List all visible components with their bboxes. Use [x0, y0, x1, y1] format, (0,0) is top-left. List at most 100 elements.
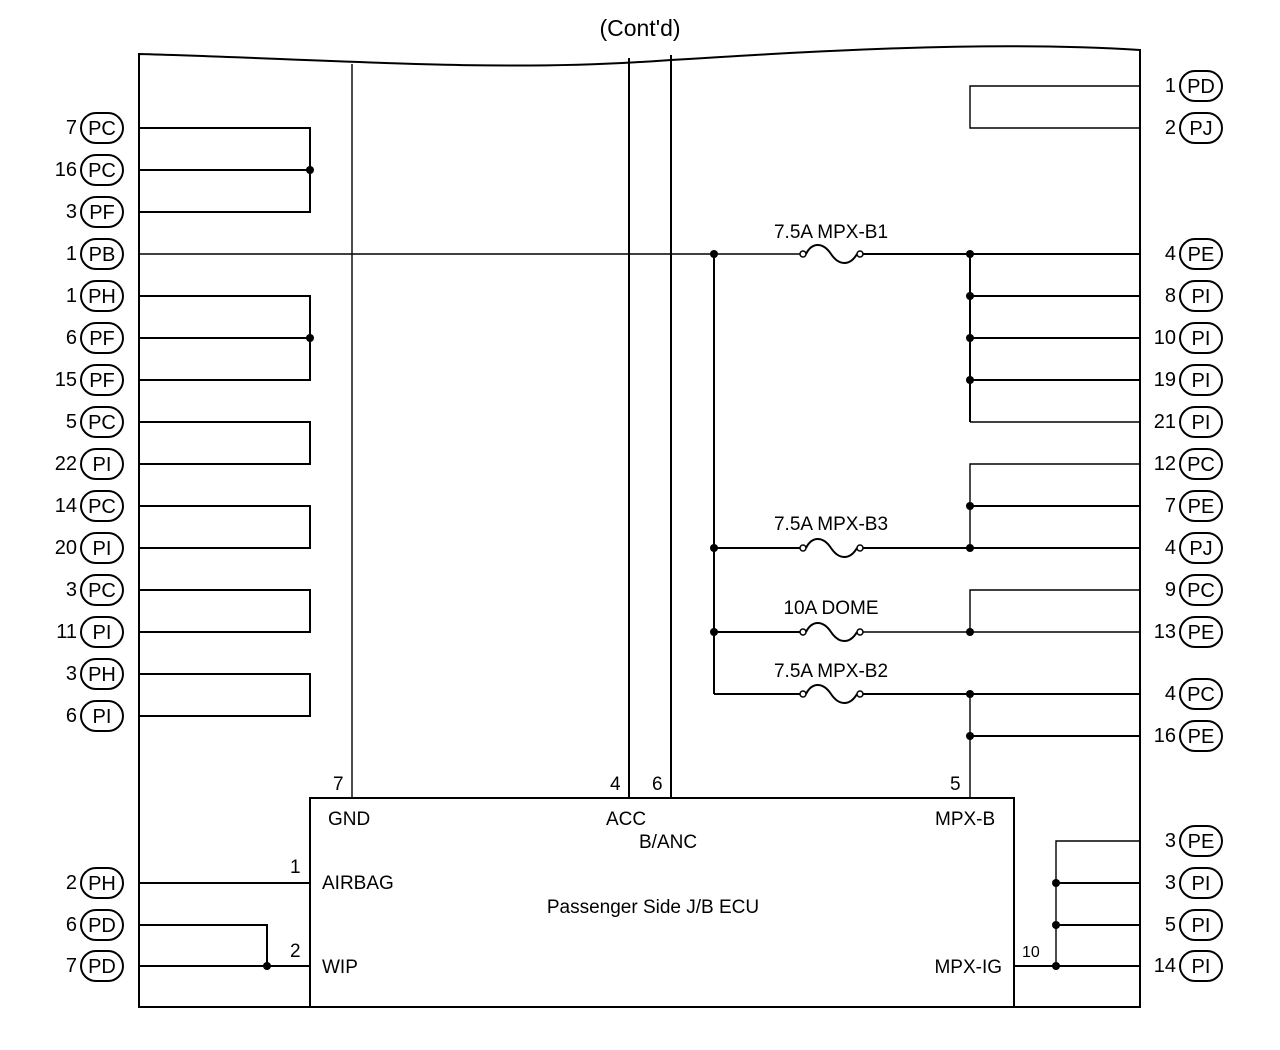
connector-code: PI — [1192, 286, 1211, 308]
connector-pin-number: 20 — [55, 537, 77, 559]
connector-code: PC — [88, 580, 116, 602]
connector-pill — [1179, 322, 1223, 354]
connector-pill — [80, 448, 124, 480]
connector-pin-number: 1 — [66, 243, 77, 265]
connector-code: PE — [1188, 496, 1215, 518]
fuse-mpx-b3: 7.5A MPX-B3 — [714, 514, 1140, 558]
connector-pill — [1179, 574, 1223, 606]
connector-pin-number: 6 — [66, 705, 77, 727]
connector-code: PE — [1188, 622, 1215, 644]
connector-pin-number: 9 — [1165, 579, 1176, 601]
connector-pin-number: 4 — [1165, 683, 1176, 705]
connector-pill — [80, 154, 124, 186]
connector-pill — [1179, 70, 1223, 102]
connector-pill — [1179, 909, 1223, 941]
connector-code: PI — [93, 538, 112, 560]
connector-pill — [80, 196, 124, 228]
connector-code: PI — [1192, 412, 1211, 434]
right-connector-6: 21 PI — [1154, 406, 1223, 438]
left-connector-10: 20 PI — [55, 532, 124, 564]
diagram-title: (Cont'd) — [599, 15, 680, 41]
left-wires — [139, 127, 314, 970]
connector-code: PI — [93, 706, 112, 728]
left-connector-8: 22 PI — [55, 448, 124, 480]
connector-pin-number: 12 — [1154, 453, 1176, 475]
connector-pill — [80, 238, 124, 270]
fuse-mpx-b1-label: 7.5A MPX-B1 — [774, 222, 888, 243]
connector-pin-number: 3 — [1165, 872, 1176, 894]
connector-code: PJ — [1189, 538, 1212, 560]
connector-code: PF — [89, 328, 115, 350]
connector-pill — [1179, 825, 1223, 857]
connector-pill — [1179, 616, 1223, 648]
left-connector-4: 1 PH — [66, 280, 124, 312]
connector-code: PC — [1187, 454, 1215, 476]
connector-pill — [1179, 532, 1223, 564]
fuse-mpx-b1: 7.5A MPX-B1 — [774, 222, 1140, 264]
connector-code: PH — [88, 286, 116, 308]
connector-pin-number: 21 — [1154, 411, 1176, 433]
connector-code: PC — [1187, 580, 1215, 602]
connector-pin-number: 15 — [55, 369, 77, 391]
connector-pill — [1179, 280, 1223, 312]
connector-code: PD — [1187, 76, 1215, 98]
right-connector-7: 12 PC — [1154, 448, 1223, 480]
connector-pill — [80, 909, 124, 941]
fuse-dome: 10A DOME — [714, 598, 1140, 642]
connector-pill — [80, 950, 124, 982]
connector-pin-number: 19 — [1154, 369, 1176, 391]
pin-mpxb: 5 — [950, 774, 961, 795]
terminal-wip-label: WIP — [322, 957, 358, 978]
connector-pill — [80, 574, 124, 606]
terminal-banc-label: B/ANC — [639, 832, 697, 853]
connector-code: PC — [88, 160, 116, 182]
connector-pin-number: 4 — [1165, 243, 1176, 265]
connector-pin-number: 22 — [55, 453, 77, 475]
connector-code: PD — [88, 915, 116, 937]
connector-code: PC — [88, 496, 116, 518]
connector-pin-number: 8 — [1165, 285, 1176, 307]
connector-pill — [1179, 950, 1223, 982]
connector-pill — [80, 322, 124, 354]
right-connector-3: 8 PI — [1165, 280, 1223, 312]
fuse-mpx-b2: 7.5A MPX-B2 — [714, 661, 1140, 704]
connector-code: PI — [93, 454, 112, 476]
pin-acc: 4 — [610, 774, 621, 795]
connector-code: PD — [88, 956, 116, 978]
connector-code: PI — [1192, 915, 1211, 937]
connector-pill — [1179, 364, 1223, 396]
left-connector-12: 11 PI — [56, 616, 124, 648]
connector-pill — [1179, 238, 1223, 270]
connector-code: PE — [1188, 726, 1215, 748]
pin-gnd: 7 — [333, 774, 344, 795]
right-wires — [966, 85, 1140, 970]
connector-pill — [80, 658, 124, 690]
connector-pill — [80, 364, 124, 396]
terminal-mpxb-label: MPX-B — [935, 809, 995, 830]
terminal-gnd-label: GND — [328, 809, 370, 830]
connector-pill — [1179, 490, 1223, 522]
fuse-dome-label: 10A DOME — [783, 598, 878, 619]
connector-pin-number: 1 — [66, 285, 77, 307]
connector-code: PI — [1192, 956, 1211, 978]
connector-pin-number: 11 — [56, 621, 77, 643]
connector-code: PI — [93, 622, 112, 644]
terminal-airbag-label: AIRBAG — [322, 873, 394, 894]
connector-code: PI — [1192, 328, 1211, 350]
